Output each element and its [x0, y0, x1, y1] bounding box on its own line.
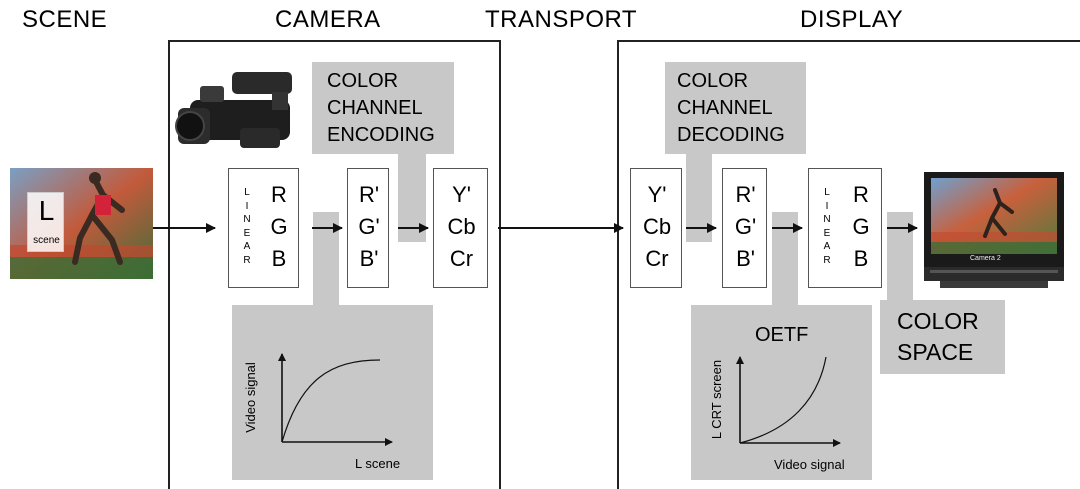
display-linear-signals: R G B [852, 182, 870, 271]
camera-ycbcr-box: Y' Cb Cr [433, 168, 488, 288]
monitor-caption: Camera 2 [970, 255, 1001, 262]
header-transport: TRANSPORT [485, 6, 638, 33]
display-plot-ylabel: L CRT screen [709, 359, 725, 440]
camera-plot-xlabel: L scene [355, 456, 401, 471]
camcorder-icon [175, 72, 292, 148]
display-ycbcr-box: Y' Cb Cr [630, 168, 682, 288]
header-scene: SCENE [22, 6, 108, 33]
display-linear-vertical: L I N E A R [823, 187, 831, 266]
camera-frame [168, 40, 501, 489]
camera-gamma-signals: R' G' B' [358, 182, 380, 271]
display-ycbcr-signals: Y' Cb Cr [642, 182, 672, 271]
camera-gamma-rgb-box: R' G' B' [347, 168, 389, 288]
header-display: DISPLAY [800, 6, 904, 33]
scene-l-sub: scene [33, 235, 60, 246]
camera-ycbcr-signals: Y' Cb Cr [447, 182, 476, 271]
camera-linear-vertical: L I N E A R [243, 187, 251, 266]
display-gamma-rgb-box: R' G' B' [722, 168, 767, 288]
camera-plot-panel [232, 305, 433, 480]
decoding-label: COLOR CHANNEL DECODING [677, 70, 785, 146]
camera-plot-ylabel: Video signal [242, 362, 258, 433]
scene-l-letter: L [38, 195, 55, 226]
encoding-panel [312, 62, 454, 154]
encoding-label: COLOR CHANNEL ENCODING [327, 70, 435, 146]
camera-linear-signals: R G B [270, 182, 288, 271]
camera-linear-rgb-box: L I N E A R R G B [228, 168, 299, 288]
monitor-icon [924, 172, 1064, 288]
display-plot-xlabel: Video signal [774, 457, 845, 472]
decoding-panel [665, 62, 806, 154]
colorspace-panel [880, 300, 1005, 374]
header-camera: CAMERA [275, 6, 381, 33]
display-linear-rgb-box: L I N E A R R G B [808, 168, 882, 288]
scene-l-box: L scene [27, 192, 64, 252]
camera-plot-curve [281, 359, 381, 443]
display-plot-panel [691, 305, 872, 480]
display-plot-title: OETF [755, 324, 809, 346]
display-frame [617, 40, 1080, 489]
display-plot-curve [739, 356, 827, 444]
display-gamma-signals: R' G' B' [734, 182, 757, 271]
colorspace-label: COLOR SPACE [897, 308, 979, 365]
